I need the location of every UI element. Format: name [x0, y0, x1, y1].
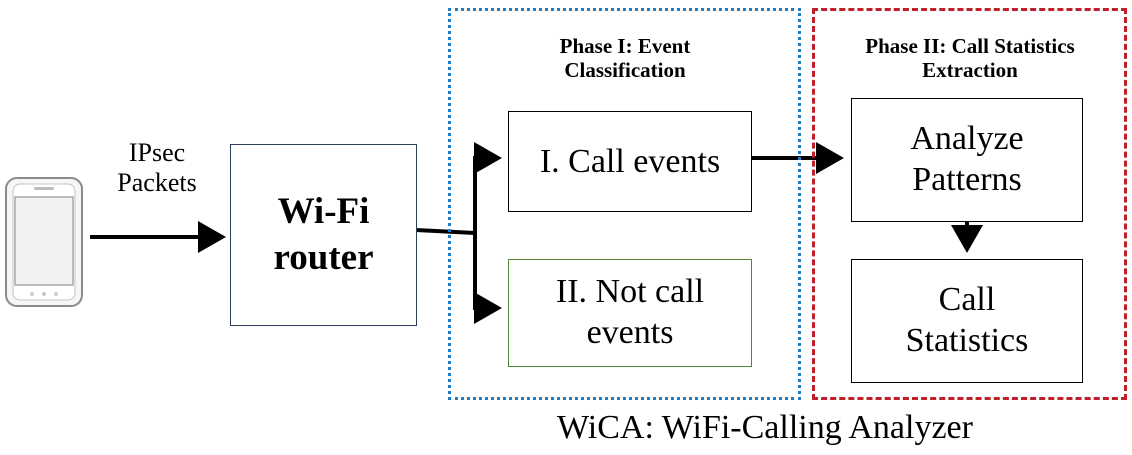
smartphone-icon — [5, 177, 83, 307]
connector-router-to-split — [415, 228, 476, 235]
phase1-title-line2: Classification — [564, 58, 686, 83]
analyze-line2: Patterns — [912, 161, 1022, 198]
router-line1: Wi-Fi — [277, 190, 370, 232]
not-call-events-box: II. Not call events — [508, 259, 752, 367]
phase1-title: Phase I: Event Classification — [460, 34, 790, 82]
phase2-title: Phase II: Call Statistics Extraction — [818, 34, 1122, 82]
not-call-events-line2: events — [586, 314, 674, 351]
analyze-line1: Analyze — [910, 120, 1024, 158]
diagram-caption: WiCA: WiFi-Calling Analyzer — [557, 409, 973, 446]
phase2-title-line2: Extraction — [922, 58, 1018, 83]
wifi-router-box: Wi-Fi router — [230, 144, 417, 326]
phase1-container — [448, 8, 801, 400]
statistics-line2: Statistics — [905, 322, 1029, 359]
analyze-patterns-box: Analyze Patterns — [851, 98, 1083, 222]
phase1-title-line1: Phase I: Event — [559, 34, 691, 58]
packets-label-line1: IPsec — [128, 138, 186, 167]
call-statistics-box: Call Statistics — [851, 259, 1083, 383]
phase2-title-line1: Phase II: Call Statistics — [865, 34, 1075, 58]
router-line2: router — [273, 237, 374, 278]
not-call-events-line1: II. Not call — [555, 273, 705, 311]
packets-label-line2: Packets — [117, 167, 197, 197]
call-events-label: I. Call events — [539, 142, 721, 180]
packets-label: IPsec Packets — [92, 138, 222, 198]
call-events-box: I. Call events — [508, 111, 752, 212]
phase2-container — [812, 8, 1127, 400]
statistics-line1: Call — [938, 281, 996, 319]
